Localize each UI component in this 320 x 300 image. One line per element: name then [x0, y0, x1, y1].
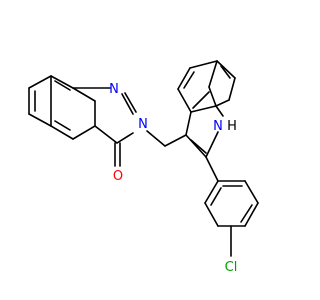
bond: [205, 156, 219, 182]
bonds: [28, 60, 259, 257]
atom-n1: N: [109, 82, 119, 97]
atom-nh: N: [213, 119, 223, 134]
bond-double: [124, 92, 137, 113]
bond: [116, 132, 134, 144]
bond: [208, 86, 217, 107]
bond: [121, 93, 134, 115]
structure-canvas: N N O N H Cl: [28, 60, 259, 275]
bond: [228, 77, 236, 101]
bond-double: [183, 71, 195, 89]
bond: [190, 105, 217, 113]
bond: [185, 134, 207, 158]
bond-double: [220, 65, 231, 79]
bond-double: [210, 187, 222, 206]
bond: [28, 75, 52, 89]
bond-double: [190, 139, 207, 154]
bond-double: [54, 120, 71, 131]
bond: [146, 130, 166, 147]
molecule-drawing: N N O N H Cl: [28, 60, 259, 275]
bond: [205, 131, 219, 158]
bond: [215, 99, 230, 107]
bond: [50, 125, 74, 140]
atom-o: O: [113, 169, 123, 184]
bond: [177, 67, 191, 90]
bond: [244, 202, 259, 227]
bond: [216, 60, 236, 79]
bond: [189, 60, 218, 69]
atom-h: H: [227, 119, 237, 134]
bond: [177, 88, 192, 113]
bond: [185, 111, 192, 136]
bond: [28, 113, 52, 127]
bond: [204, 180, 219, 204]
bond-double: [240, 204, 253, 223]
atom-n3: N: [138, 117, 148, 132]
bond: [215, 105, 224, 117]
bond: [72, 87, 96, 102]
bond-double: [54, 80, 71, 91]
bond: [204, 202, 219, 227]
bond: [244, 180, 259, 204]
bond: [94, 125, 118, 144]
atom-cl: Cl: [225, 260, 238, 275]
bond: [50, 75, 74, 89]
bond-double: [192, 91, 210, 109]
bond: [72, 125, 96, 140]
bond: [208, 60, 218, 88]
bond: [164, 134, 187, 147]
